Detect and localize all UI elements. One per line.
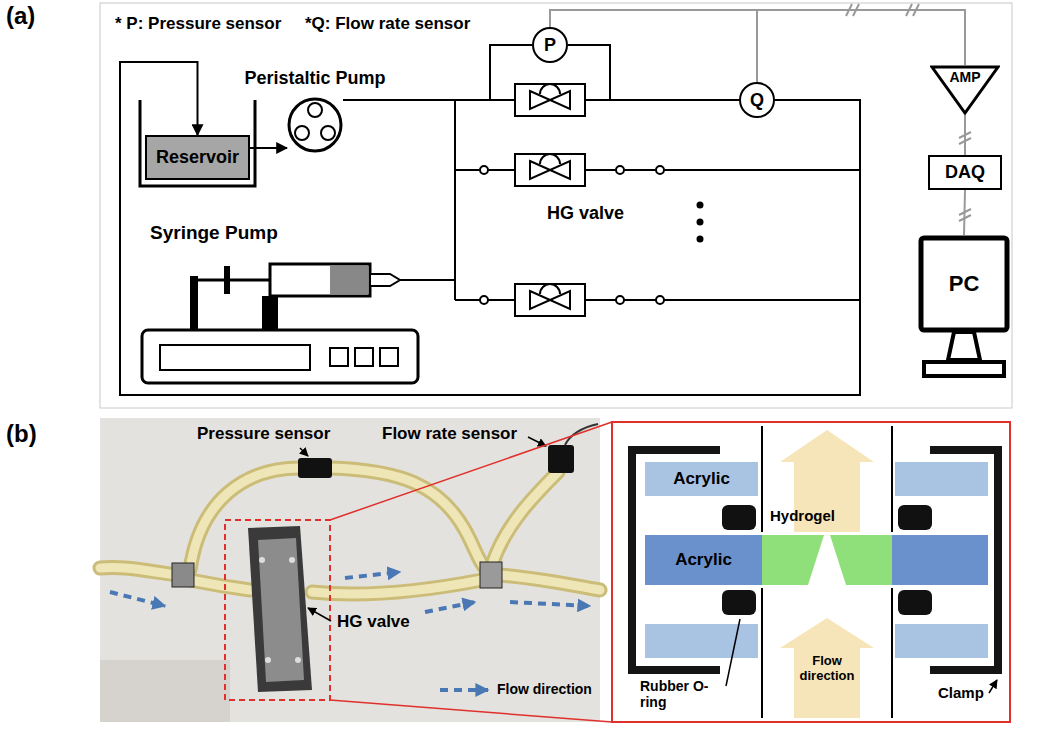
node-text: PC bbox=[918, 238, 1010, 330]
node-text: Peristaltic Pump bbox=[244, 68, 385, 89]
reservoir-box: Reservoir bbox=[145, 135, 250, 180]
legend-note: * P: Pressure sensor bbox=[115, 14, 281, 34]
part-label: Clamp bbox=[938, 684, 984, 701]
amplifier-triangle: AMP bbox=[930, 65, 1000, 115]
acrylic-block: Acrylic bbox=[645, 462, 758, 496]
sensor-circle: Q bbox=[739, 82, 775, 118]
part-label: HG valve bbox=[545, 203, 626, 224]
node-text: Q bbox=[750, 90, 764, 111]
node-text: DAQ bbox=[945, 162, 985, 183]
callout-label: HG valve bbox=[335, 612, 412, 632]
connector bbox=[964, 115, 966, 155]
syringe-pump: Syringe Pump bbox=[140, 250, 420, 385]
panel-letter: (a) bbox=[6, 2, 35, 30]
sensor-circle: P bbox=[532, 27, 568, 63]
legend-text: Flow direction bbox=[495, 681, 594, 697]
flow-arrow: Flow direction bbox=[780, 618, 874, 718]
connector bbox=[964, 190, 965, 235]
node-text: Syringe Pump bbox=[150, 222, 278, 244]
part-label: Rubber O-ring bbox=[640, 678, 720, 710]
peristaltic-pump: Peristaltic Pump bbox=[287, 97, 343, 153]
node-text: Acrylic bbox=[673, 469, 730, 489]
node-text: Flow direction bbox=[792, 654, 862, 684]
syringe-shape bbox=[140, 250, 420, 385]
connector bbox=[120, 62, 860, 395]
panel-letter: (b) bbox=[6, 420, 37, 448]
pump-shape bbox=[287, 97, 343, 153]
callout-label: Flow rate sensor bbox=[380, 424, 519, 444]
node-text: P bbox=[544, 35, 556, 56]
acrylic-bar: Acrylic bbox=[645, 535, 762, 585]
pc-shape bbox=[918, 235, 1010, 385]
connector bbox=[250, 147, 287, 149]
callout-label: Pressure sensor bbox=[195, 424, 332, 444]
node-text: AMP bbox=[930, 69, 1000, 85]
node-text: Acrylic bbox=[675, 550, 732, 570]
daq-box: DAQ bbox=[928, 155, 1002, 190]
node-text: Reservoir bbox=[156, 147, 239, 168]
part-label: Hydrogel bbox=[770, 507, 835, 524]
legend-note: *Q: Flow rate sensor bbox=[305, 14, 470, 34]
pc-monitor: PC bbox=[918, 235, 1010, 385]
